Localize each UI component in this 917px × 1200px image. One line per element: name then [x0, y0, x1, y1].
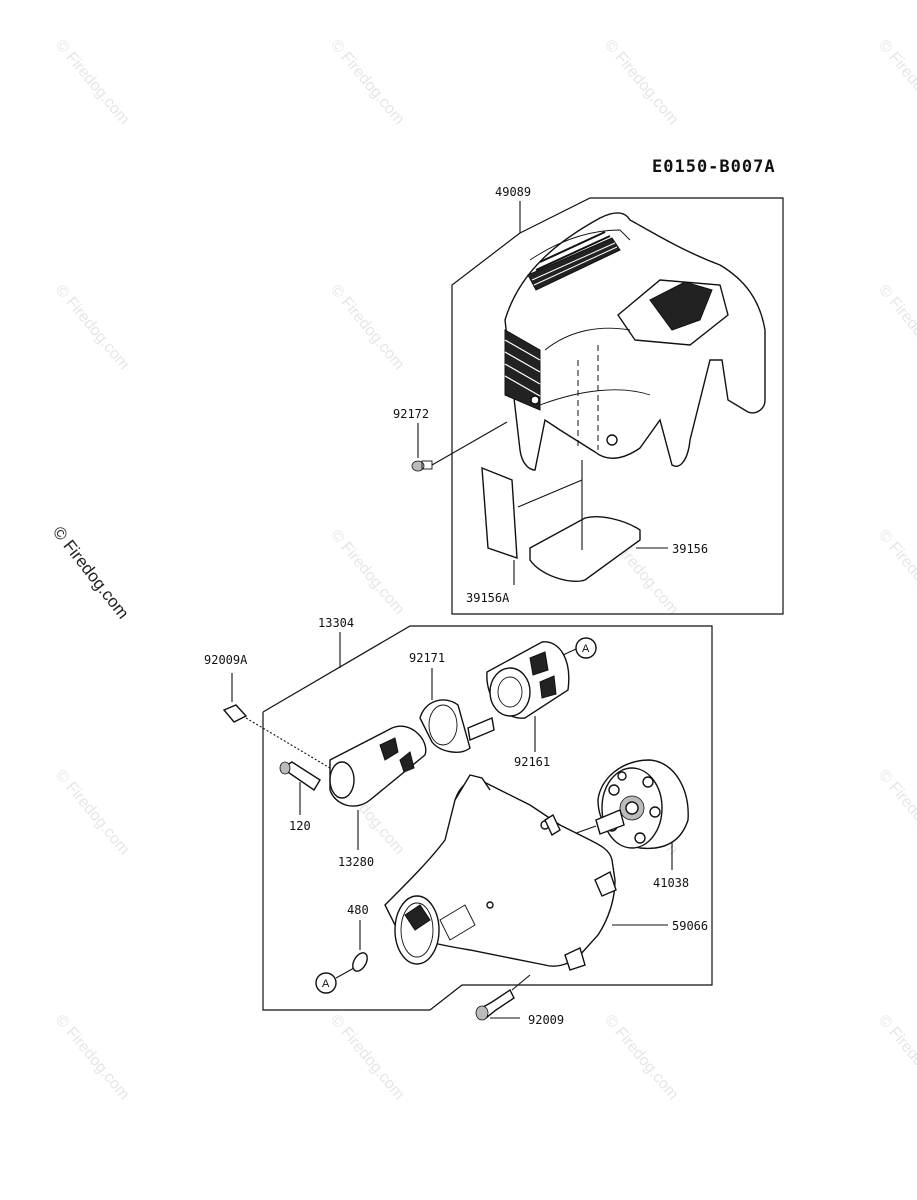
housing-59066[interactable]	[384, 774, 668, 971]
bolt-120[interactable]	[279, 761, 321, 815]
screw-92172[interactable]	[411, 421, 508, 472]
side-vent-grille	[504, 329, 541, 411]
watermark: © Firedog.com	[52, 767, 133, 858]
part-label-39156: 39156	[672, 542, 708, 556]
snap-ring-480[interactable]	[350, 920, 370, 974]
part-label-480: 480	[347, 903, 369, 917]
part-label-92161: 92161	[514, 755, 550, 769]
engine-cover-group: 92172 39156A 39156 49089	[393, 185, 784, 615]
part-label-39156A: 39156A	[466, 591, 510, 605]
part-label-59066: 59066	[672, 919, 708, 933]
engine-cover[interactable]	[504, 212, 766, 471]
watermark: © Firedog.com	[327, 1012, 408, 1103]
watermark: © Firedog.com	[52, 1012, 133, 1103]
ring-92171[interactable]	[419, 668, 495, 753]
clutch-housing-group: 13304 92009A 120 13280	[204, 616, 713, 1027]
firedog-watermark: © Firedog.com	[49, 523, 133, 623]
part-label-92009: 92009	[528, 1013, 564, 1027]
bolt-92009A[interactable]	[222, 673, 331, 769]
clutch-drum-92161[interactable]	[486, 641, 577, 752]
watermark: © Firedog.com	[327, 527, 408, 618]
top-vent-grille	[527, 231, 621, 291]
label-39156[interactable]	[529, 516, 641, 582]
watermark: © Firedog.com	[327, 37, 408, 128]
callout-a-top	[575, 637, 597, 659]
watermark: © Firedog.com	[875, 282, 917, 373]
part-label-49089: 49089	[495, 185, 531, 199]
diagram-code: E0150-B007A	[652, 157, 776, 177]
part-label-92171: 92171	[409, 651, 445, 665]
watermark: © Firedog.com	[52, 37, 133, 128]
section-frame	[262, 625, 713, 1011]
bolt-92009[interactable]	[475, 974, 531, 1021]
part-label-120: 120	[289, 819, 311, 833]
section-frame	[451, 197, 784, 615]
watermark: © Firedog.com	[327, 282, 408, 373]
part-label-92009A: 92009A	[204, 653, 248, 667]
watermark: © Firedog.com	[601, 1012, 682, 1103]
watermark: © Firedog.com	[875, 767, 917, 858]
clamp-13280[interactable]	[329, 725, 427, 850]
watermark: © Firedog.com	[52, 282, 133, 373]
watermark: © Firedog.com	[875, 527, 917, 618]
part-label-92172: 92172	[393, 407, 429, 421]
callout-a-bottom	[315, 972, 337, 994]
callout-letter: A	[582, 643, 590, 655]
watermark: © Firedog.com	[875, 37, 917, 128]
part-label-13304: 13304	[318, 616, 354, 630]
clutch-41038[interactable]	[567, 759, 689, 870]
watermark: © Firedog.com	[601, 37, 682, 128]
watermark: © Firedog.com	[875, 1012, 917, 1103]
part-label-13280: 13280	[338, 855, 374, 869]
label-39156A[interactable]	[481, 466, 518, 560]
part-label-41038: 41038	[653, 876, 689, 890]
callout-letter: A	[322, 978, 330, 990]
